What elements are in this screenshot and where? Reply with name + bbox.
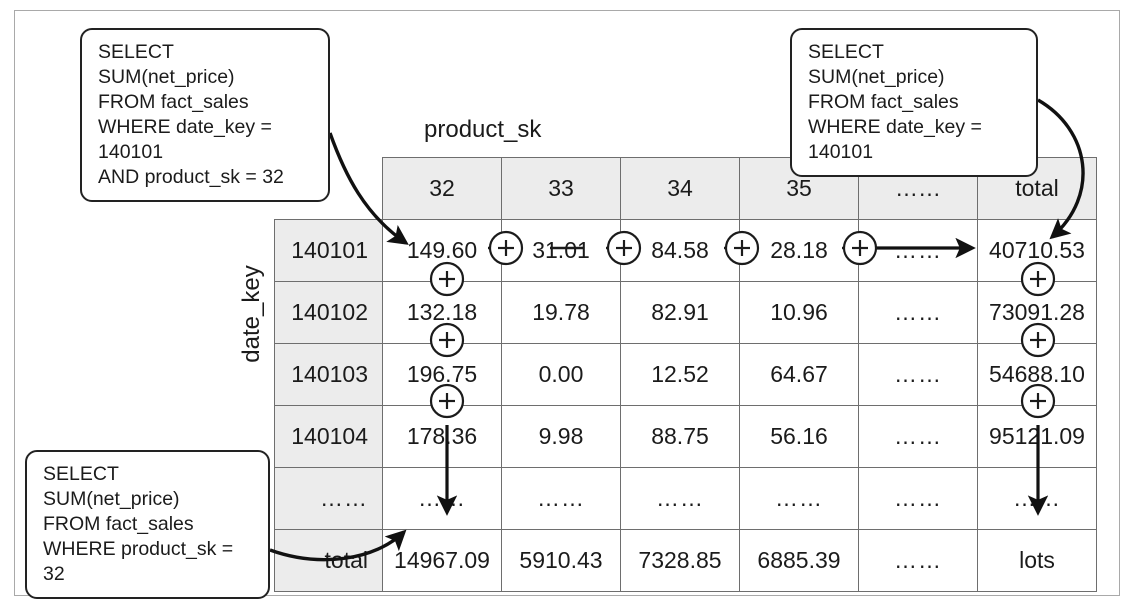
cell-140104-total: 95121.09 — [977, 405, 1097, 468]
cell-140102-35: 10.96 — [739, 281, 859, 344]
cell-140104-ellipsis: …… — [858, 405, 978, 468]
row-header-140103: 140103 — [274, 343, 383, 406]
table-row: 140101 149.60 31.01 84.58 28.18 …… 40710… — [274, 219, 1097, 282]
cell-140103-35: 64.67 — [739, 343, 859, 406]
cell-140102-33: 19.78 — [501, 281, 621, 344]
row-header-140104: 140104 — [274, 405, 383, 468]
column-header-34: 34 — [620, 157, 740, 220]
callout-column-total-query: SELECT SUM(net_price) FROM fact_sales WH… — [25, 450, 270, 599]
row-header-total: total — [274, 529, 383, 592]
column-header-33: 33 — [501, 157, 621, 220]
cell-140103-32: 196.75 — [382, 343, 502, 406]
row-axis-label: date_key — [238, 265, 265, 363]
callout-row-total-query: SELECT SUM(net_price) FROM fact_sales WH… — [790, 28, 1038, 177]
cell-ellipsis-total: …… — [977, 467, 1097, 530]
cell-140102-ellipsis: …… — [858, 281, 978, 344]
cell-total-34: 7328.85 — [620, 529, 740, 592]
table-row: …… …… …… …… …… …… …… — [274, 467, 1097, 530]
row-header-140102: 140102 — [274, 281, 383, 344]
row-header-140101: 140101 — [274, 219, 383, 282]
cell-total-32: 14967.09 — [382, 529, 502, 592]
cell-ellipsis-ellipsis: …… — [858, 467, 978, 530]
cell-ellipsis-35: …… — [739, 467, 859, 530]
cell-140104-33: 9.98 — [501, 405, 621, 468]
cell-140101-ellipsis: …… — [858, 219, 978, 282]
cell-total-grand: lots — [977, 529, 1097, 592]
cell-ellipsis-33: …… — [501, 467, 621, 530]
row-header-ellipsis: …… — [274, 467, 383, 530]
table-row: 140102 132.18 19.78 82.91 10.96 …… 73091… — [274, 281, 1097, 344]
cell-140103-33: 0.00 — [501, 343, 621, 406]
table-row: total 14967.09 5910.43 7328.85 6885.39 …… — [274, 529, 1097, 592]
cell-total-ellipsis: …… — [858, 529, 978, 592]
column-header-32: 32 — [382, 157, 502, 220]
callout-single-cell-query: SELECT SUM(net_price) FROM fact_sales WH… — [80, 28, 330, 202]
cell-total-33: 5910.43 — [501, 529, 621, 592]
cell-140101-total: 40710.53 — [977, 219, 1097, 282]
cell-140104-32: 178.36 — [382, 405, 502, 468]
cell-140102-34: 82.91 — [620, 281, 740, 344]
cell-total-35: 6885.39 — [739, 529, 859, 592]
cell-140102-total: 73091.28 — [977, 281, 1097, 344]
table-row: 140103 196.75 0.00 12.52 64.67 …… 54688.… — [274, 343, 1097, 406]
pivot-table-container: 32 33 34 35 …… total 140101 149.60 31.01… — [274, 157, 1097, 592]
cell-140101-33: 31.01 — [501, 219, 621, 282]
table-row: 140104 178.36 9.98 88.75 56.16 …… 95121.… — [274, 405, 1097, 468]
cell-140101-35: 28.18 — [739, 219, 859, 282]
cell-140103-ellipsis: …… — [858, 343, 978, 406]
cell-140104-34: 88.75 — [620, 405, 740, 468]
cell-140103-34: 12.52 — [620, 343, 740, 406]
cell-140101-32: 149.60 — [382, 219, 502, 282]
cell-ellipsis-32: …… — [382, 467, 502, 530]
cell-140104-35: 56.16 — [739, 405, 859, 468]
cell-140102-32: 132.18 — [382, 281, 502, 344]
cell-140103-total: 54688.10 — [977, 343, 1097, 406]
cell-140101-34: 84.58 — [620, 219, 740, 282]
pivot-table: 32 33 34 35 …… total 140101 149.60 31.01… — [274, 157, 1097, 592]
cell-ellipsis-34: …… — [620, 467, 740, 530]
column-axis-label: product_sk — [424, 116, 542, 143]
